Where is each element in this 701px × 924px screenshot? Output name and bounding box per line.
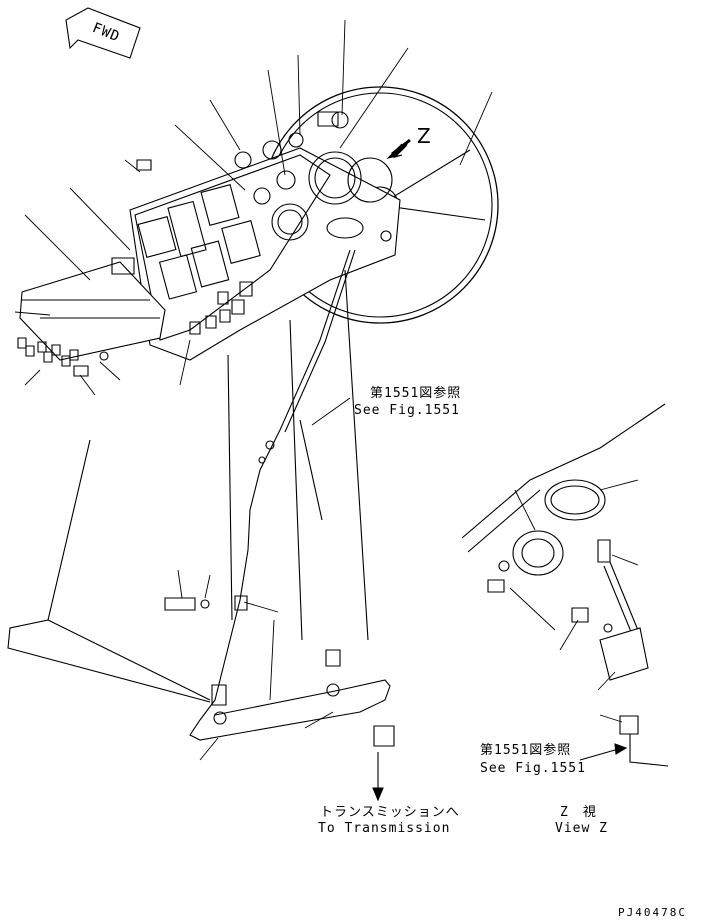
dashboard-panel [130, 112, 400, 360]
fuse-set [18, 338, 108, 376]
transmission-label-jp: トランスミッションへ [320, 805, 460, 820]
reference-lower-en: See Fig.1551 [480, 761, 586, 776]
view-z-letter: Z [417, 124, 431, 148]
fuse-box [20, 258, 165, 360]
reference-upper-jp: 第1551図参照 [370, 386, 462, 401]
leader-lines [15, 20, 638, 760]
transmission-label-en: To Transmission [318, 821, 451, 836]
floor-plate [8, 440, 210, 702]
view-z-label-jp: Z 視 [560, 805, 597, 820]
reference-upper-en: See Fig.1551 [354, 403, 460, 418]
drawing-code: PJ40478C [618, 906, 687, 919]
view-z-label-en: View Z [555, 821, 608, 836]
fwd-arrow-icon [66, 8, 140, 58]
view-z-arrow-icon [388, 140, 410, 158]
view-z-detail [462, 404, 668, 766]
wire-harness [190, 250, 394, 800]
reference-lower-jp: 第1551図参照 [480, 743, 572, 758]
steering-column [228, 270, 368, 640]
